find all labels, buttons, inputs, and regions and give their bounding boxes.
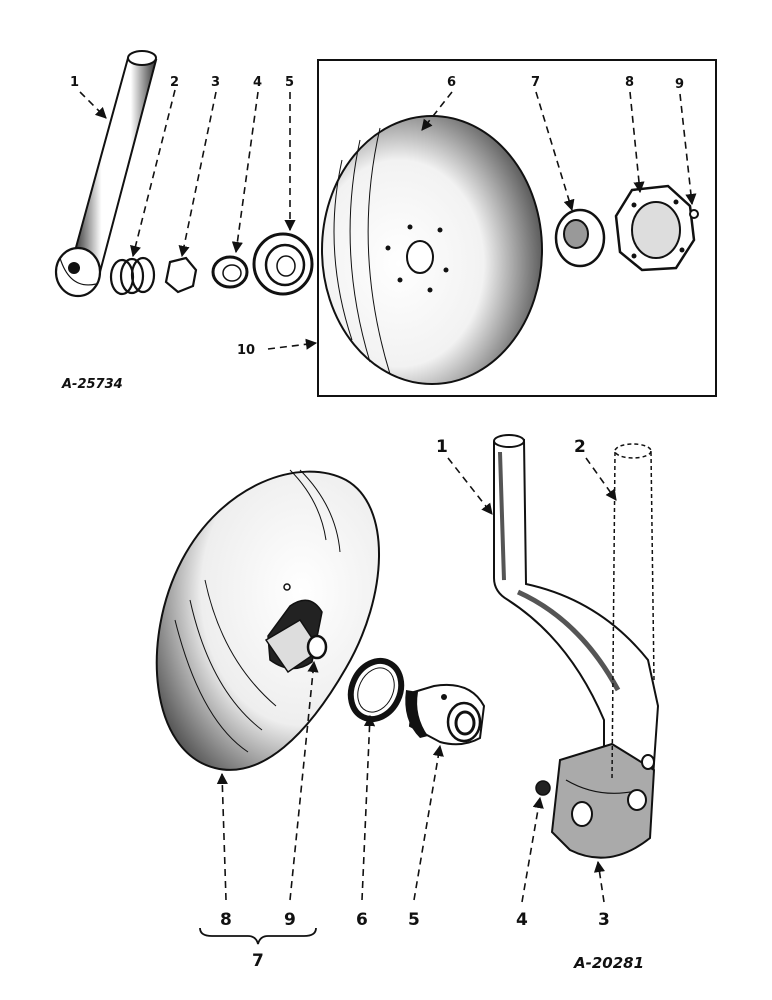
- part-disc-blade-bottom: [155, 469, 380, 771]
- callout-top-9: 9: [675, 77, 684, 92]
- callout-top-6: 6: [447, 75, 456, 90]
- part-disc-blade: [321, 115, 543, 385]
- part-alternate-arm-phantom: [611, 443, 655, 781]
- part-nut-small: [535, 780, 551, 796]
- top-figure: 1 2 3 4 5 6 7 8 9 10 A-25734: [54, 50, 717, 397]
- figure-code-bottom: A-20281: [573, 954, 644, 972]
- bottom-figure: 1 2 3 4 5 6 8 9 7 A-20281: [155, 434, 660, 972]
- part-crank-arm: [493, 434, 660, 859]
- assembly-box: [317, 59, 717, 397]
- part-small-bolt: [689, 209, 699, 219]
- part-hex-nut: [164, 256, 198, 294]
- callout-top-2: 2: [170, 75, 179, 90]
- callout-bottom-3: 3: [598, 910, 610, 930]
- callout-bottom-7: 7: [252, 951, 264, 971]
- figure-code-top: A-25734: [61, 377, 123, 392]
- callout-bottom-9: 9: [284, 910, 296, 930]
- callout-top-1: 1: [70, 75, 79, 90]
- callout-bottom-4: 4: [516, 910, 528, 930]
- part-bearing-cup: [252, 232, 314, 296]
- callout-top-3: 3: [211, 75, 220, 90]
- part-seal-ring: [347, 657, 405, 723]
- part-flange-plate: [614, 184, 696, 272]
- callout-top-7: 7: [531, 75, 540, 90]
- part-hub: [554, 208, 606, 268]
- callout-top-10: 10: [237, 343, 255, 358]
- part-bearing-sleeve: [405, 684, 486, 746]
- callout-top-8: 8: [625, 75, 634, 90]
- part-arm-straight: [54, 50, 158, 298]
- callout-top-4: 4: [253, 75, 262, 90]
- group-brace: [199, 927, 317, 945]
- callout-bottom-1: 1: [436, 437, 448, 457]
- callout-bottom-6: 6: [356, 910, 368, 930]
- callout-top-5: 5: [285, 75, 294, 90]
- callout-bottom-5: 5: [408, 910, 420, 930]
- callout-bottom-8: 8: [220, 910, 232, 930]
- part-washer: [211, 255, 249, 289]
- part-rings: [109, 256, 156, 296]
- callout-bottom-2: 2: [574, 437, 586, 457]
